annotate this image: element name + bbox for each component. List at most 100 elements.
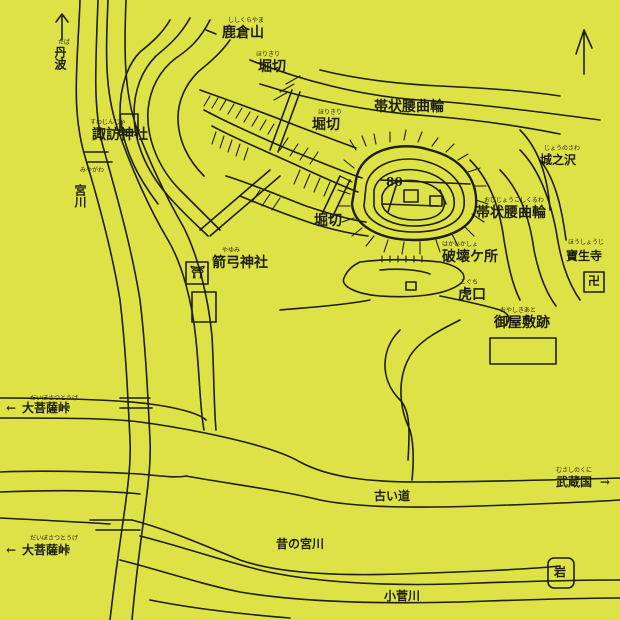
obi-kuruwa-2-label: 帯状腰曲輪 [476, 205, 546, 221]
shishikura-arrow [205, 29, 217, 35]
daibosatsu-road-upper-n [0, 397, 207, 421]
tanba-ruby: たば [58, 39, 71, 46]
hakaisho-label: 破壊ケ所 [442, 249, 498, 265]
tanba-label: 丹波 [53, 46, 67, 70]
obi-ruby: おびじょうこしくるわ [484, 197, 544, 204]
old-miyagawa-north-bank [131, 519, 561, 576]
horikiri-cut-3 [199, 169, 271, 231]
contour-w1 [147, 19, 221, 231]
lower-road-1 [0, 470, 187, 478]
lower-road-3 [0, 517, 111, 525]
horikiri-cut-5 [321, 175, 341, 215]
contour-w4 [177, 39, 231, 177]
yumiya-shrine-box [185, 261, 209, 285]
castle-main-enclosure [350, 145, 478, 242]
suwa-shrine-box [119, 113, 139, 133]
miyagawa-river-west-bank [75, 0, 132, 620]
yashikiato-ruby: おやしきあと [500, 307, 537, 314]
old-miyagawa-south-bank [119, 559, 620, 604]
kosuge-river-south [149, 599, 291, 619]
hatch-slopes [203, 75, 331, 211]
hoshoji-ruby: ほうしょうじ [568, 239, 605, 246]
yashiki-ato-rect [489, 337, 557, 365]
horikiri-cut-2 [277, 91, 301, 153]
contour-w3 [119, 19, 171, 205]
hoshoji-box [583, 271, 605, 293]
ridge-upper [203, 109, 363, 179]
daibosatsu-road-upper-s [0, 417, 201, 433]
miyagawa-ruby: みやがわ [80, 167, 105, 174]
horikiri-top-label: 堀切 [258, 59, 286, 75]
horikiri-cut-1 [269, 89, 293, 151]
hakaisho-mark [405, 281, 417, 291]
path-down-3 [400, 319, 461, 481]
mukashi-miyagawa-label: 昔の宮川 [276, 537, 325, 551]
furui-michi-label: 古い道 [374, 489, 411, 503]
horikiri-low-label: 堀切 [314, 213, 342, 229]
path-down-4 [279, 299, 371, 311]
lower-road-2 [0, 489, 141, 495]
ridge-lower-2 [225, 175, 367, 223]
ridge-lower-3 [239, 195, 369, 237]
daibosatsu-2-label: 大菩薩峠 [22, 543, 71, 557]
miyagawa-river-east-bank [94, 0, 152, 620]
path-down-2 [384, 329, 410, 461]
daibosatsu-ruby-1: だいぼさつとうげ [30, 395, 79, 402]
shrine-symbol: ⛩ [190, 265, 206, 279]
bridge-top [83, 151, 113, 163]
horikiri-ruby-top: ほりきり [256, 51, 281, 58]
contour-n2 [259, 83, 561, 135]
yashikiato-label: 御屋敷跡 [494, 315, 550, 331]
koguchi-ruby: こぐち [460, 279, 479, 286]
shishikura-ruby: ししくらやま [228, 17, 265, 24]
contour-e1 [519, 149, 581, 301]
contour-e3 [469, 159, 521, 301]
musashi-ruby: むさしのくに [556, 467, 593, 474]
old-road-south [185, 475, 620, 508]
contour-n3 [319, 69, 561, 97]
suwa-ruby: すわじんじゃ [90, 119, 127, 126]
yumiya-ruby: やゆみ [222, 247, 241, 254]
old-road-north [199, 431, 620, 483]
suwa-jinja-label: 諏訪神社 [92, 127, 148, 143]
plateau-outline [342, 258, 465, 298]
musashinokuni-label: 武蔵国 [556, 475, 593, 489]
iwa-label: 岩 [554, 565, 567, 579]
plateau-edge [379, 268, 431, 275]
iwa-box [547, 557, 575, 589]
num-80-label: 80 [386, 175, 403, 189]
jonosawa-label: 城之沢 [540, 153, 577, 167]
yumiya-shrine-hall [191, 291, 217, 323]
hakaisho-ruby: はかいかしょ [442, 241, 479, 248]
koguchi-label: 虎口 [458, 287, 486, 303]
tanba-arrow [55, 13, 69, 41]
horikiri-cut-4 [209, 175, 281, 237]
horikiri-cut-6 [331, 179, 351, 219]
arrow-left-2: ← [6, 543, 17, 557]
yumiya-jinja-label: 箭弓神社 [212, 255, 268, 271]
kosugegawa-label: 小菅川 [384, 589, 421, 603]
ridge-upper-2 [199, 89, 357, 149]
castle-hatching [337, 129, 489, 255]
horikiri-mid-label: 堀切 [312, 117, 340, 133]
horikiri-ruby-mid: ほりきり [318, 109, 343, 116]
plateau-hatch [381, 255, 423, 263]
contour-e2 [499, 169, 557, 307]
arrow-left-1: ← [6, 401, 17, 415]
arrow-right: → [600, 475, 611, 489]
bridge-lower [89, 519, 141, 531]
riverside-road-west [105, 0, 205, 431]
daibosatsu-ruby-2: だいぼさつとうげ [30, 535, 79, 542]
kosuge-river-north [139, 535, 620, 586]
north-arrow-shape [575, 29, 593, 75]
miyagawa-label: 宮川 [73, 184, 87, 208]
path-down-1 [439, 295, 510, 327]
riverside-road-east [124, 0, 217, 431]
obi-kuruwa-1-label: 帯状腰曲輪 [374, 99, 444, 115]
jonosawa-stream [519, 129, 567, 241]
daibosatsu-1-label: 大菩薩峠 [22, 401, 71, 415]
ridge-lower [211, 125, 359, 193]
bridge-upper [119, 397, 153, 409]
jonosawa-ruby: じょうのさわ [544, 145, 581, 152]
